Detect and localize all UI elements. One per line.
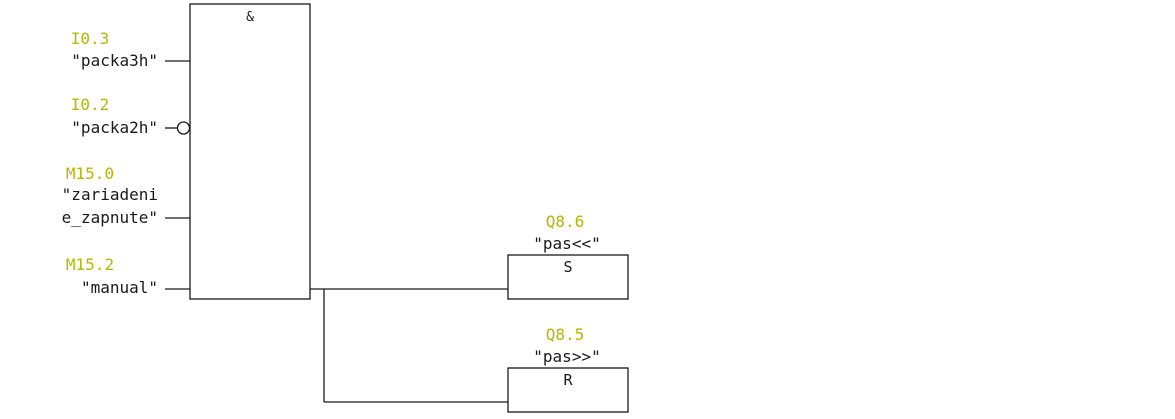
input-symbol-zariadenie-line1: "zariadeni bbox=[62, 185, 158, 204]
coil-address-q8-5: Q8.5 bbox=[546, 325, 585, 344]
and-block bbox=[189, 3, 311, 300]
input-address-i0-2: I0.2 bbox=[71, 95, 110, 114]
input-address-i0-3: I0.3 bbox=[71, 29, 110, 48]
reset-coil-label: R bbox=[563, 371, 573, 389]
set-coil-box bbox=[507, 254, 629, 300]
coil-symbol-pas-right: "pas>>" bbox=[533, 347, 600, 366]
and-block-label: & bbox=[246, 10, 254, 25]
negation-circle bbox=[176, 121, 191, 135]
input-symbol-zariadenie-line2: e_zapnute" bbox=[62, 208, 158, 227]
reset-coil-box bbox=[507, 367, 629, 413]
input-symbol-packa2h: "packa2h" bbox=[71, 118, 158, 137]
input-address-m15-0: M15.0 bbox=[66, 164, 114, 183]
input-address-m15-2: M15.2 bbox=[66, 255, 114, 274]
coil-address-q8-6: Q8.6 bbox=[546, 212, 585, 231]
set-coil-label: S bbox=[563, 258, 572, 276]
input-symbol-manual: "manual" bbox=[81, 278, 158, 297]
input-symbol-packa3h: "packa3h" bbox=[71, 51, 158, 70]
coil-symbol-pas-left: "pas<<" bbox=[533, 234, 600, 253]
